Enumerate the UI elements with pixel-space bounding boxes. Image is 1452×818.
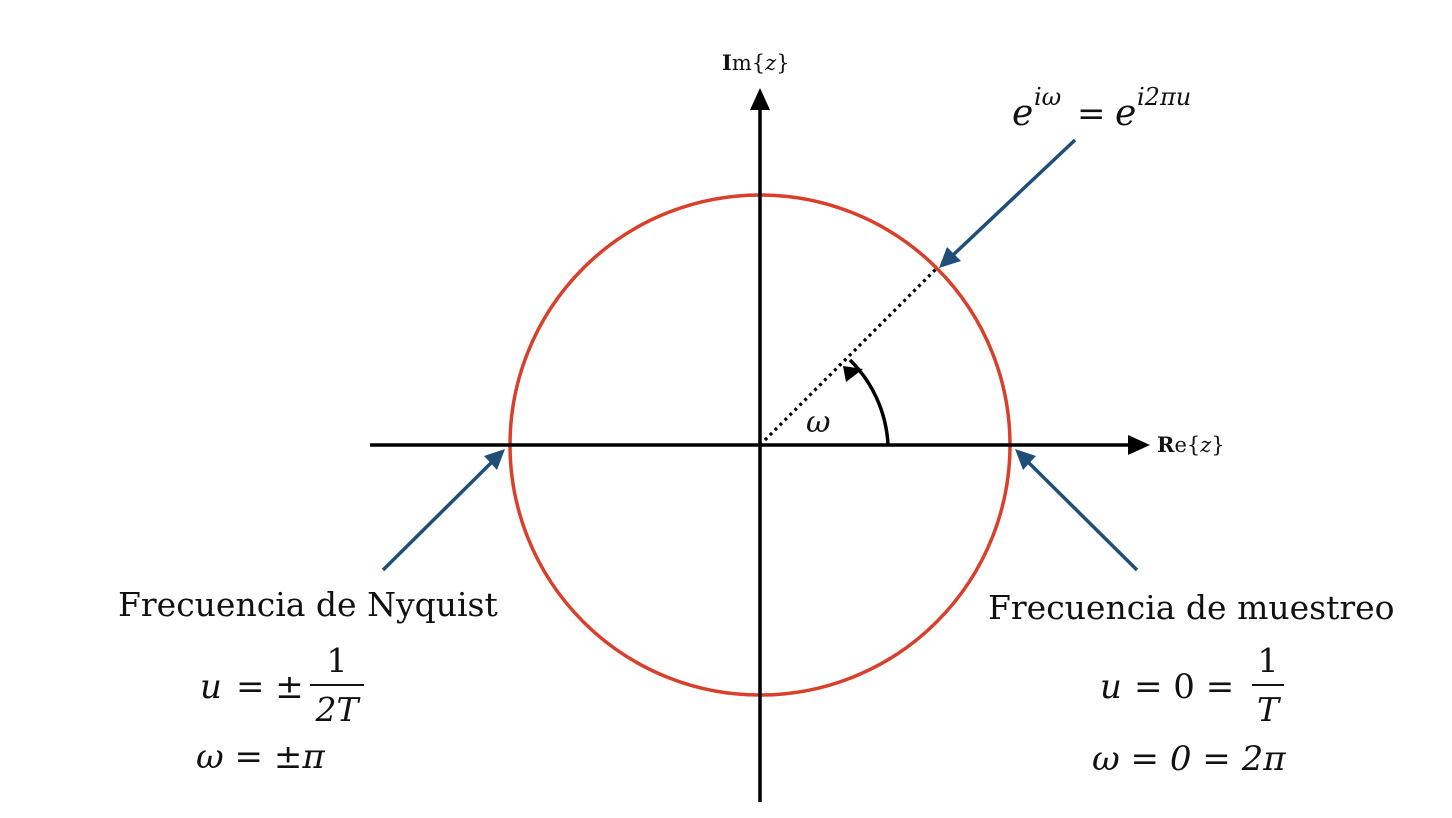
sampling-title: Frecuencia de muestreo bbox=[988, 588, 1395, 627]
pointer-arrow-nyquist-head bbox=[484, 449, 505, 470]
svg-text:=: = bbox=[1077, 94, 1106, 134]
imaginary-axis-arrowhead bbox=[750, 88, 770, 110]
pointer-arrow-sampling bbox=[1026, 460, 1139, 572]
radius-dotted-line bbox=[758, 266, 939, 447]
svg-text:e: e bbox=[1012, 93, 1033, 134]
svg-text:1: 1 bbox=[1258, 641, 1279, 680]
svg-text:e: e bbox=[1115, 93, 1136, 134]
svg-text:u: u bbox=[200, 667, 222, 707]
svg-text:iω: iω bbox=[1034, 83, 1061, 111]
angle-arc-arrowhead bbox=[843, 366, 863, 382]
pointer-arrow-point bbox=[950, 138, 1077, 258]
nyquist-annotation: Frecuencia de Nyquist u = ± 1 2T ω = ±π bbox=[118, 585, 498, 777]
real-axis-arrowhead bbox=[1128, 435, 1150, 455]
sampling-annotation: Frecuencia de muestreo u = 0 = 1 T ω = 0… bbox=[988, 588, 1395, 779]
svg-text:2T: 2T bbox=[314, 690, 361, 729]
point-equation: e iω = e i2πu bbox=[1012, 83, 1191, 134]
svg-text:u: u bbox=[1100, 667, 1122, 707]
angle-arc bbox=[848, 358, 890, 446]
svg-text:= ±: = ± bbox=[236, 667, 304, 707]
pointer-arrow-sampling-head bbox=[1015, 449, 1036, 470]
nyquist-title: Frecuencia de Nyquist bbox=[118, 585, 498, 624]
svg-text:ω = 0 = 2π: ω = 0 = 2π bbox=[1092, 739, 1286, 779]
imaginary-axis-label: Im{z} bbox=[722, 50, 790, 75]
pointer-arrow-nyquist bbox=[381, 460, 494, 572]
svg-text:1: 1 bbox=[327, 641, 348, 680]
svg-text:i2πu: i2πu bbox=[1137, 83, 1191, 111]
pointer-arrow-point-head bbox=[939, 247, 961, 268]
svg-text:ω = ±π: ω = ±π bbox=[196, 737, 325, 777]
angle-label: ω bbox=[806, 405, 830, 440]
svg-text:= 0 =: = 0 = bbox=[1134, 667, 1234, 707]
real-axis-label: Re{z} bbox=[1157, 432, 1225, 457]
svg-text:T: T bbox=[1257, 690, 1282, 729]
